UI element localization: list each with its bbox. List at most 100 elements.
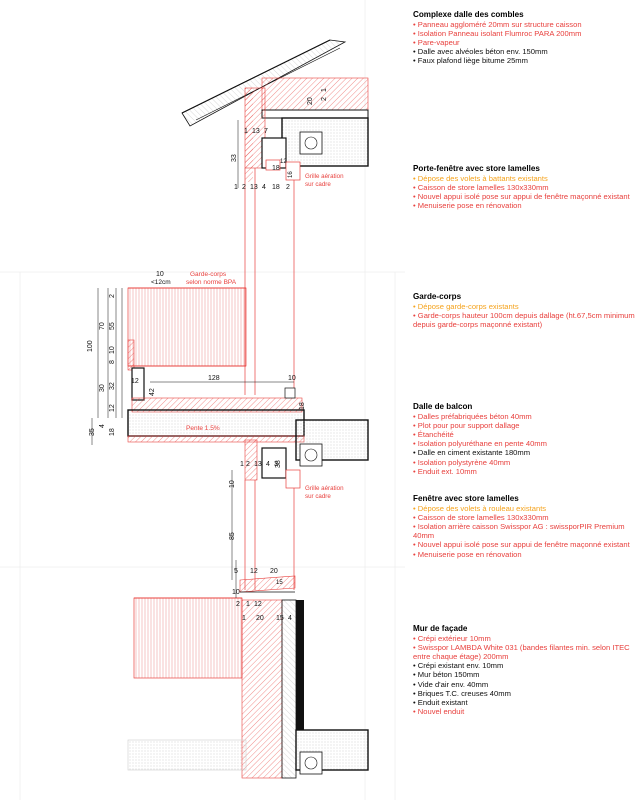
legend-item: Enduit existant [413,698,639,707]
dim-s-20: 20 [270,568,278,575]
legend-item: Enduit ext. 10mm [413,467,639,476]
dim-v-70: 70 [99,322,106,330]
legend-item: Isolation polystyrène 40mm [413,458,639,467]
facade-wall [241,599,369,779]
legend-list: Crépi extérieur 10mm Swisspor LAMBDA Whi… [413,634,639,716]
dim-v-2: 2 [109,294,116,298]
balcony-slab [127,367,305,443]
window-sill [239,575,296,593]
dim-v-12: 12 [109,404,116,412]
dim-m-13: 13 [254,461,262,468]
dim-a-1: 1 [234,184,238,191]
roof-section [181,39,369,169]
legend-item: Menuiserie pose en rénovation [413,550,639,559]
legend-item: Plot pour pour support dallage [413,421,639,430]
dim-r-16: 16 [288,171,294,178]
dim-v-35: 35 [89,428,96,436]
legend-item: Dépose des volets à battants existants [413,174,639,183]
lower-window-frame [244,469,301,590]
dim-top-10: 10 [156,271,164,278]
dim-r-13: 13 [252,128,260,135]
dim-r-1: 1 [244,128,248,135]
dim-v-32: 32 [109,382,116,390]
legend-item: Crépi extérieur 10mm [413,634,639,643]
dim-r-18: 18 [272,165,280,172]
legend-title: Fenêtre avec store lamelles [413,494,519,503]
legend-item: Étanchéité [413,430,639,439]
dim-roof-20: 20 [307,97,314,105]
legend-list: Dépose garde-corps existants Garde-corps… [413,302,639,329]
dim-f-20: 20 [256,615,264,622]
dim-m-4: 4 [266,461,270,468]
dim-a-18: 18 [272,184,280,191]
left-dimension-lines [91,288,123,445]
legend-item: Caisson de store lamelles 130x330mm [413,183,639,192]
balcony-railing-lower [127,597,247,771]
dim-roof-2: 2 [321,97,328,101]
legend-item: Isolation polyuréthane en pente 40mm [413,439,639,448]
dim-b-18: 18 [299,402,306,410]
legend-item: Dépose des volets à rouleau existants [413,504,639,513]
legend-title: Dalle de balcon [413,402,473,411]
upper-facade [245,88,253,182]
middle-slab [244,419,369,481]
dim-v-4: 4 [99,424,106,428]
dim-s-10: 10 [232,589,240,596]
legend-title: Mur de façade [413,624,468,633]
legend-fenetre: Fenêtre avec store lamelles Dépose des v… [413,494,639,559]
dim-f-4: 4 [288,615,292,622]
legend-item: Dalle en ciment existante 180mm [413,448,639,457]
legend-item: Briques T.C. creuses 40mm [413,689,639,698]
dim-b-12: 12 [131,378,139,385]
middle-dimension-lines [231,120,239,598]
legend-item: Swisspor LAMBDA White 031 (bandes filant… [413,643,639,661]
dim-m-3: 3 [274,461,278,468]
legend-item: Nouvel appui isolé pose sur appui de fen… [413,192,639,201]
dim-v-8: 8 [109,360,116,364]
legend-mur-facade: Mur de façade Crépi extérieur 10mm Swiss… [413,624,639,716]
legend-garde-corps: Garde-corps Dépose garde-corps existants… [413,292,639,329]
dim-m-85: 85 [229,532,236,540]
dim-v-100: 100 [87,340,94,352]
pente-note: Pente 1.5% [186,425,220,432]
balcony-railing-upper [127,287,247,371]
legend-item: Garde-corps hauteur 100cm depuis dallage… [413,311,639,329]
upper-window-frame [244,159,301,395]
dim-m-1: 1 [240,461,244,468]
legend-item: Faux plafond liège bitume 25mm [413,56,639,65]
dim-s-1: 1 [246,601,250,608]
dim-roof-1: 1 [321,88,328,92]
legend-title: Porte-fenêtre avec store lamelles [413,164,540,173]
dim-s-12: 12 [250,568,258,575]
legend-item: Panneau aggloméré 20mm sur structure cai… [413,20,639,29]
dim-s-12b: 12 [254,601,262,608]
legend-title: Garde-corps [413,292,462,301]
legend-list: Panneau aggloméré 20mm sur structure cai… [413,20,639,65]
legend-porte-fenetre: Porte-fenêtre avec store lamelles Dépose… [413,164,639,210]
legend-combles: Complexe dalle des combles Panneau agglo… [413,10,639,66]
dim-a-2: 2 [242,184,246,191]
legend-item: Isolation arrière caisson Swisspor AG : … [413,522,639,540]
dim-f-15: 15 [276,615,284,622]
dim-b-10: 10 [288,375,296,382]
garde-corps-note-title: Garde-corps [190,271,227,278]
dim-v-10: 10 [109,346,116,354]
dim-v-55: 55 [109,322,116,330]
dim-top-12cm: <12cm [151,279,171,286]
legend-item: Dépose garde-corps existants [413,302,639,311]
dim-a-13: 13 [250,184,258,191]
dim-v-18: 18 [109,428,116,436]
dim-v-30: 30 [99,384,106,392]
dim-s-2: 2 [236,601,240,608]
dim-s-15: 15 [276,580,283,586]
legend-list: Dalles préfabriquées béton 40mm Plot pou… [413,412,639,476]
dim-f-18: 18 [296,615,304,622]
dim-m-2: 2 [246,461,250,468]
legend-item: Isolation Panneau isolant Flumroc PARA 2… [413,29,639,38]
dim-m-10: 10 [229,480,236,488]
legend-title: Complexe dalle des combles [413,10,524,19]
dim-f-1: 1 [242,615,246,622]
upper-slab [261,117,369,169]
dim-r-7: 7 [264,128,268,135]
